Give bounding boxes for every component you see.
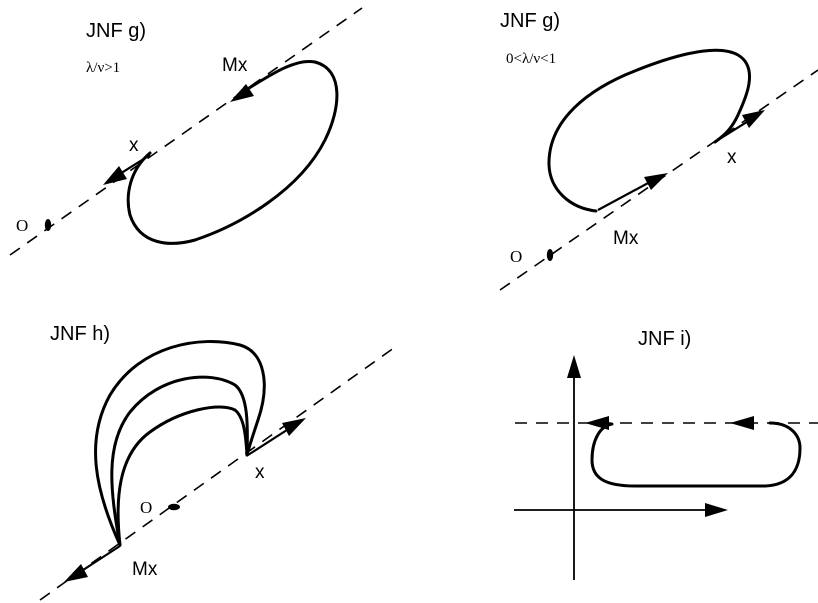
panel-g2: JNF g) 0<λ/ν<1 Mx x O: [499, 10, 818, 291]
panel-h-x-arrow-shaft: [247, 427, 291, 456]
panel-h-mx-arrowhead: [64, 564, 88, 582]
panel-g1-mx-arrowhead: [230, 84, 254, 102]
panel-g1-x-arrowhead: [103, 166, 127, 185]
panel-h-outer-orbit: [94, 340, 266, 547]
panel-g2-x-label: x: [727, 147, 737, 168]
panel-g2-origin-label: O: [510, 247, 522, 266]
panel-g2-x-arrow-shaft: [717, 119, 751, 141]
panel-g1-x-label: x: [129, 135, 139, 156]
panel-h-x-label: x: [255, 462, 265, 483]
panel-i-horizontal-axis-arrowhead: [705, 503, 728, 517]
panel-g1-title: JNF g): [86, 20, 146, 42]
panel-g2-mx-label: Mx: [613, 228, 639, 249]
panel-h: JNF h) x Mx O: [39, 323, 399, 601]
panel-i-vertical-axis-arrowhead: [567, 355, 581, 378]
panel-g2-origin-dot: [546, 249, 554, 261]
panel-h-mx-label: Mx: [132, 559, 158, 580]
panel-g1-origin-dot: [44, 219, 52, 231]
panel-g2-title: JNF g): [500, 10, 560, 32]
panel-g2-condition: 0<λ/ν<1: [506, 51, 556, 67]
panel-g1-mx-label: Mx: [222, 55, 248, 76]
panel-i-right-arrowhead: [730, 416, 754, 430]
panel-i-orbit-curve: [590, 421, 802, 488]
panel-g1-origin-label: O: [16, 216, 28, 235]
panel-g2-orbit-curve: [547, 48, 751, 213]
panel-g1: JNF g) λ/ν>1 Mx x O: [9, 7, 363, 256]
panel-g1-invariant-line: [9, 7, 363, 256]
panel-h-title: JNF h): [50, 323, 110, 345]
panel-h-invariant-line: [39, 344, 399, 601]
panel-h-middle-orbit: [110, 375, 249, 547]
panel-g1-orbit-curve: [126, 59, 339, 245]
panel-i-left-arrowhead: [585, 416, 609, 430]
panel-g1-condition: λ/ν>1: [86, 60, 120, 76]
panel-g2-mx-arrowhead: [644, 173, 668, 190]
panel-h-x-arrowhead: [282, 418, 306, 436]
panel-h-origin-dot: [168, 503, 180, 511]
panel-g2-x-arrowhead: [742, 110, 765, 128]
panel-h-inner-orbit: [116, 405, 249, 547]
panel-g2-mx-arrow-shaft: [597, 181, 651, 211]
panel-i-title: JNF i): [638, 328, 691, 350]
panel-h-mx-arrow-shaft: [79, 545, 121, 573]
panel-h-origin-label: O: [140, 498, 152, 517]
panel-i: JNF i): [514, 328, 818, 580]
